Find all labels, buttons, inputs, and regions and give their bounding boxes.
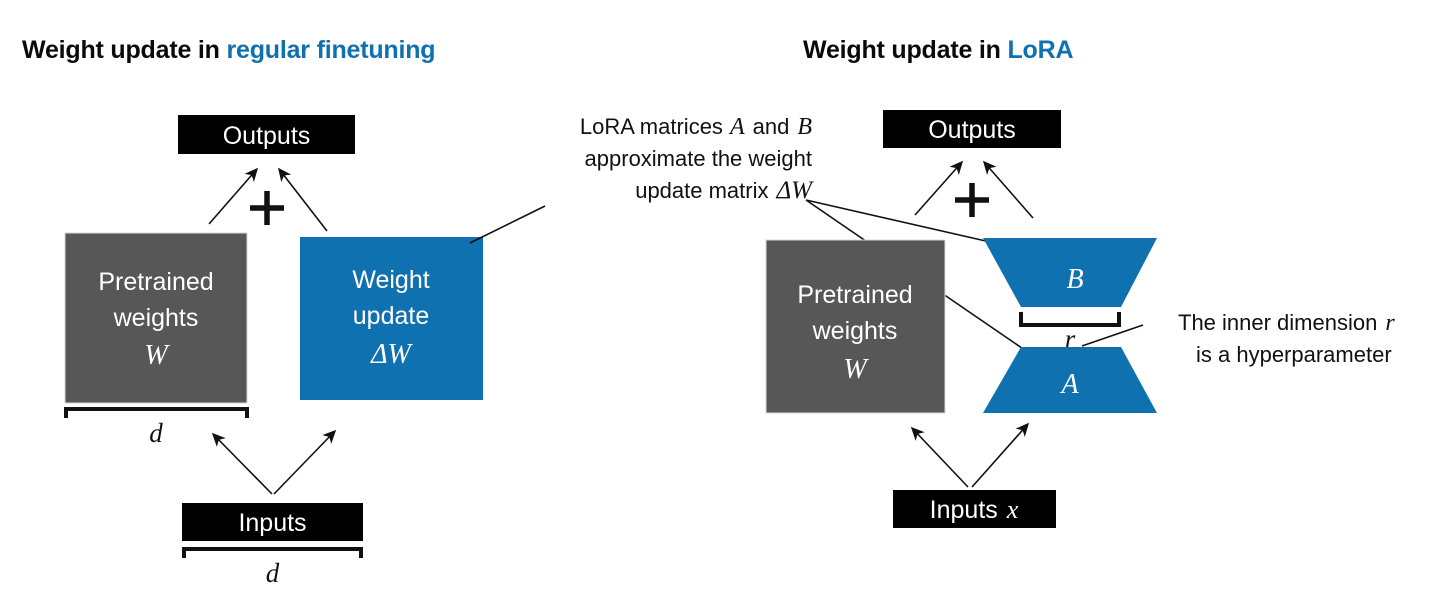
center-annotation-line3: update matrix ΔW (635, 177, 814, 204)
left-arrow-from-update (278, 167, 328, 232)
left-arrow-to-update (273, 429, 337, 495)
right-pretrained-weights-box (765, 239, 946, 414)
left-outputs-label: Outputs (223, 122, 311, 150)
right-inputs-label-plain: Inputs (930, 496, 998, 524)
left-arrow-to-pretrained (211, 432, 273, 495)
rank-brace-label: r (1065, 324, 1076, 354)
center-anno-l3-plain: update matrix (635, 178, 768, 203)
center-anno-l1-plain: LoRA matrices (580, 114, 723, 139)
center-anno-l3-math: ΔW (776, 177, 815, 204)
right-pretrained-weights-node: Pretrained weights W (765, 239, 946, 414)
left-pretrained-line2: weights (113, 304, 199, 332)
left-panel-title: Weight update in regular finetuning (22, 36, 435, 64)
right-outputs-label: Outputs (928, 116, 1016, 144)
right-pretrained-line1: Pretrained (797, 281, 912, 309)
right-annotation-line2: is a hyperparameter (1196, 342, 1392, 367)
right-arrow-from-pretrained (914, 160, 964, 216)
left-pretrained-weights-box (64, 232, 248, 404)
left-update-symbol: ΔW (370, 339, 413, 370)
right-sum-arrows (914, 160, 1034, 219)
matrix-a-label: A (1059, 369, 1079, 400)
right-title-prefix: Weight update in (803, 36, 1007, 64)
matrix-a-trapezoid (983, 347, 1157, 413)
left-dim-brace-inputs: d (182, 547, 363, 588)
left-weight-update-node: Weight update ΔW (300, 237, 483, 400)
right-outputs-node: Outputs (883, 110, 1061, 148)
center-annotation-line2: approximate the weight (585, 146, 812, 171)
right-anno-l1-plain: The inner dimension (1178, 310, 1377, 335)
left-input-arrows (211, 429, 337, 495)
left-inputs-node: Inputs (182, 503, 363, 541)
left-sum-arrows (208, 167, 328, 232)
left-pretrained-symbol: W (144, 340, 170, 371)
leader-line-to-rank (1081, 324, 1144, 347)
right-pretrained-symbol: W (843, 354, 869, 385)
left-inputs-label: Inputs (238, 509, 306, 537)
right-arrow-to-pretrained (910, 426, 969, 488)
matrix-a-node: A (983, 347, 1157, 413)
left-brace-inputs-label: d (266, 558, 280, 588)
left-title-accent: regular finetuning (226, 36, 435, 64)
right-inputs-label-math: x (1006, 495, 1019, 524)
left-pretrained-line1: Pretrained (98, 268, 213, 296)
left-title-prefix: Weight update in (22, 36, 226, 64)
rank-brace: r (1019, 312, 1121, 354)
right-inputs-box (893, 490, 1056, 528)
left-inputs-box (182, 503, 363, 541)
left-update-line1: Weight (352, 266, 429, 294)
left-brace-weights-label: d (149, 418, 163, 448)
right-input-arrows (910, 422, 1030, 488)
right-panel-title: Weight update in LoRA (803, 36, 1073, 64)
matrix-b-label: B (1066, 264, 1083, 295)
left-outputs-box (178, 115, 355, 154)
leader-line-to-weight-update (469, 205, 546, 244)
center-anno-l1-and: and (753, 114, 790, 139)
left-pretrained-weights-node: Pretrained weights W (64, 232, 248, 404)
right-annotation-line1: The inner dimension r (1178, 310, 1395, 336)
center-anno-l1-a: A (728, 114, 745, 140)
right-arrow-from-lora (982, 160, 1034, 219)
right-outputs-box (883, 110, 1061, 148)
center-anno-l1-b: B (797, 114, 812, 140)
right-annotation: The inner dimension r is a hyperparameter (1178, 310, 1395, 367)
left-dim-brace-weights: d (64, 407, 249, 448)
left-outputs-node: Outputs (178, 115, 355, 154)
left-update-line2: update (353, 302, 429, 330)
right-arrow-to-lora (971, 422, 1030, 488)
right-plus-operator (955, 183, 989, 217)
matrix-b-node: B (983, 238, 1157, 307)
left-arrow-from-pretrained (208, 167, 259, 225)
left-weight-update-box (300, 237, 483, 400)
left-plus-operator (250, 191, 284, 225)
right-anno-l1-math: r (1385, 310, 1395, 336)
right-title-accent: LoRA (1007, 36, 1073, 64)
right-pretrained-line2: weights (812, 317, 898, 345)
matrix-b-trapezoid (983, 238, 1157, 307)
leader-line-to-matrix-b (805, 199, 1013, 248)
